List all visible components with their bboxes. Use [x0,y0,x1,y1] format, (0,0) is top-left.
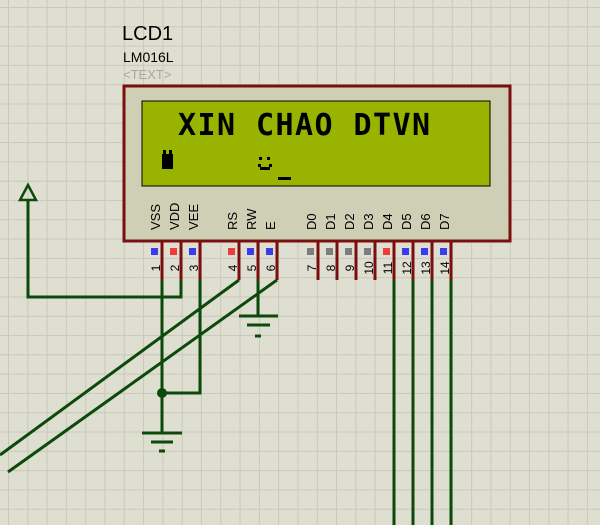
pin-name: E [263,221,278,230]
pin-name: D6 [418,213,433,230]
pin-state-indicator [440,248,447,255]
pin-number: 13 [419,261,433,275]
pin-number: 12 [400,261,414,275]
pin-state-indicator [307,248,314,255]
pin-name: D0 [304,213,319,230]
pin-state-indicator [228,248,235,255]
pin-name: D7 [437,213,452,230]
pin-name: VSS [148,204,163,230]
pin-e[interactable]: 6E [263,221,279,280]
ground-icon[interactable] [239,314,278,338]
pin-name: VEE [186,204,201,230]
wires [0,182,453,525]
pin-d2[interactable]: 9 D2 [342,213,358,280]
pin-number: 7 [305,264,319,271]
pin-number: 1 [149,264,163,271]
lcd-screen [141,100,491,187]
pin-number: 3 [187,264,201,271]
smiley-glyph-icon [258,157,272,170]
pin-number: 2 [168,264,182,271]
pin-state-indicator [189,248,196,255]
pin-d4[interactable]: 11 D4 [380,213,396,280]
pin-rw[interactable]: 5 RW [244,208,260,280]
pin-state-indicator [247,248,254,255]
wire-e[interactable] [7,278,278,474]
pin-number: 6 [264,264,278,271]
pin-state-indicator [364,248,371,255]
pin-d1[interactable]: 8 D1 [323,213,339,280]
pin-d6[interactable]: 13 D6 [418,213,434,280]
battery-glyph-icon [162,150,173,169]
pin-name: D1 [323,213,338,230]
pin-number: 5 [245,264,259,271]
pin-name: VDD [167,203,182,230]
pin-name: RW [244,208,259,230]
pin-vdd[interactable]: 2 VDD [167,203,183,280]
pin-rs[interactable]: 4 RS [225,212,241,280]
component-ref[interactable]: LCD1 [122,23,173,45]
component-text-placeholder[interactable]: <TEXT> [123,67,171,82]
pin-state-indicator [326,248,333,255]
junction-dot [157,388,167,398]
pin-name: D5 [399,213,414,230]
pin-vee[interactable]: 3 VEE [186,204,202,280]
pin-state-indicator [266,248,273,255]
pin-number: 4 [226,264,240,271]
pin-number: 8 [324,264,338,271]
pin-d3[interactable]: 10 D3 [361,213,377,280]
pin-state-indicator [421,248,428,255]
pin-name: D2 [342,213,357,230]
pin-number: 11 [381,261,395,274]
pin-number: 9 [343,264,357,271]
pin-name: RS [225,212,240,230]
pin-state-indicator [170,248,177,255]
lcd-line-1: XIN CHAO DTVN [178,108,430,143]
wire-rs[interactable] [0,278,240,457]
ground-icon[interactable] [142,431,182,453]
pin-state-indicator [345,248,352,255]
wire-vee[interactable] [162,280,202,395]
wire-vdd[interactable] [26,200,183,299]
pin-name: D4 [380,213,395,230]
pin-number: 10 [362,261,376,275]
pin-d0[interactable]: 7 D0 [304,213,320,280]
pin-name: D3 [361,213,376,230]
lcd-cursor [278,177,291,180]
pin-number: 14 [438,261,452,275]
pin-state-indicator [402,248,409,255]
pin-state-indicator [383,248,390,255]
power-terminal-icon[interactable] [17,182,39,202]
pin-state-indicator [151,248,158,255]
pin-d5[interactable]: 12 D5 [399,213,415,280]
pin-vss[interactable]: 1 VSS [148,204,164,280]
component-model[interactable]: LM016L [123,49,174,65]
pin-d7[interactable]: 14 D7 [437,213,453,280]
